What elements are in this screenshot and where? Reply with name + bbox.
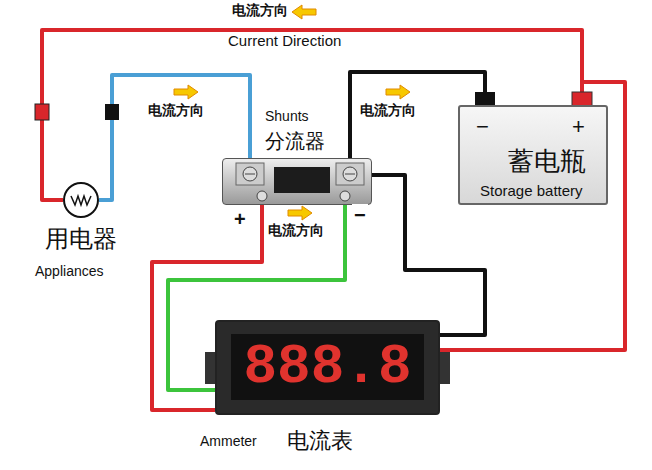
- terminal-sign: +: [572, 115, 585, 139]
- edge-label: 电流方向: [230, 3, 290, 18]
- edge-label: 电流方向: [358, 103, 418, 118]
- display-digits: 888.8: [231, 334, 424, 400]
- shunt-terminals: [222, 158, 372, 205]
- edge-label: 电流方向: [146, 103, 206, 118]
- node-heading: 电流表: [287, 429, 353, 453]
- storage-battery: − + 蓄电瓶 Storage battery: [458, 105, 608, 205]
- annotation: 电流方向: [266, 223, 326, 238]
- ammeter: 888.8Ammeter电流表: [215, 320, 440, 415]
- wire: [440, 82, 625, 350]
- node-heading: Appliances: [35, 264, 104, 279]
- node-subtitle: Storage battery: [480, 183, 583, 200]
- annotation: +: [232, 208, 248, 230]
- plug-black: [105, 104, 119, 120]
- node-heading: 用电器: [45, 226, 117, 252]
- node-title: 蓄电瓶: [508, 147, 586, 176]
- battery-neg-terminal: [475, 92, 495, 106]
- appliance-symbol: 用电器Appliances: [63, 182, 99, 218]
- shunt: Shunts分流器: [222, 158, 372, 205]
- node-heading: Shunts: [265, 109, 309, 124]
- terminal-sign: −: [476, 115, 489, 139]
- annotation: Current Direction: [226, 33, 343, 50]
- load-symbol: [65, 184, 97, 216]
- annotation: −: [352, 204, 368, 226]
- battery-pos-terminal: [572, 92, 592, 106]
- plug-red: [35, 104, 49, 120]
- node-heading: Ammeter: [200, 434, 257, 449]
- node-heading: 分流器: [265, 130, 325, 152]
